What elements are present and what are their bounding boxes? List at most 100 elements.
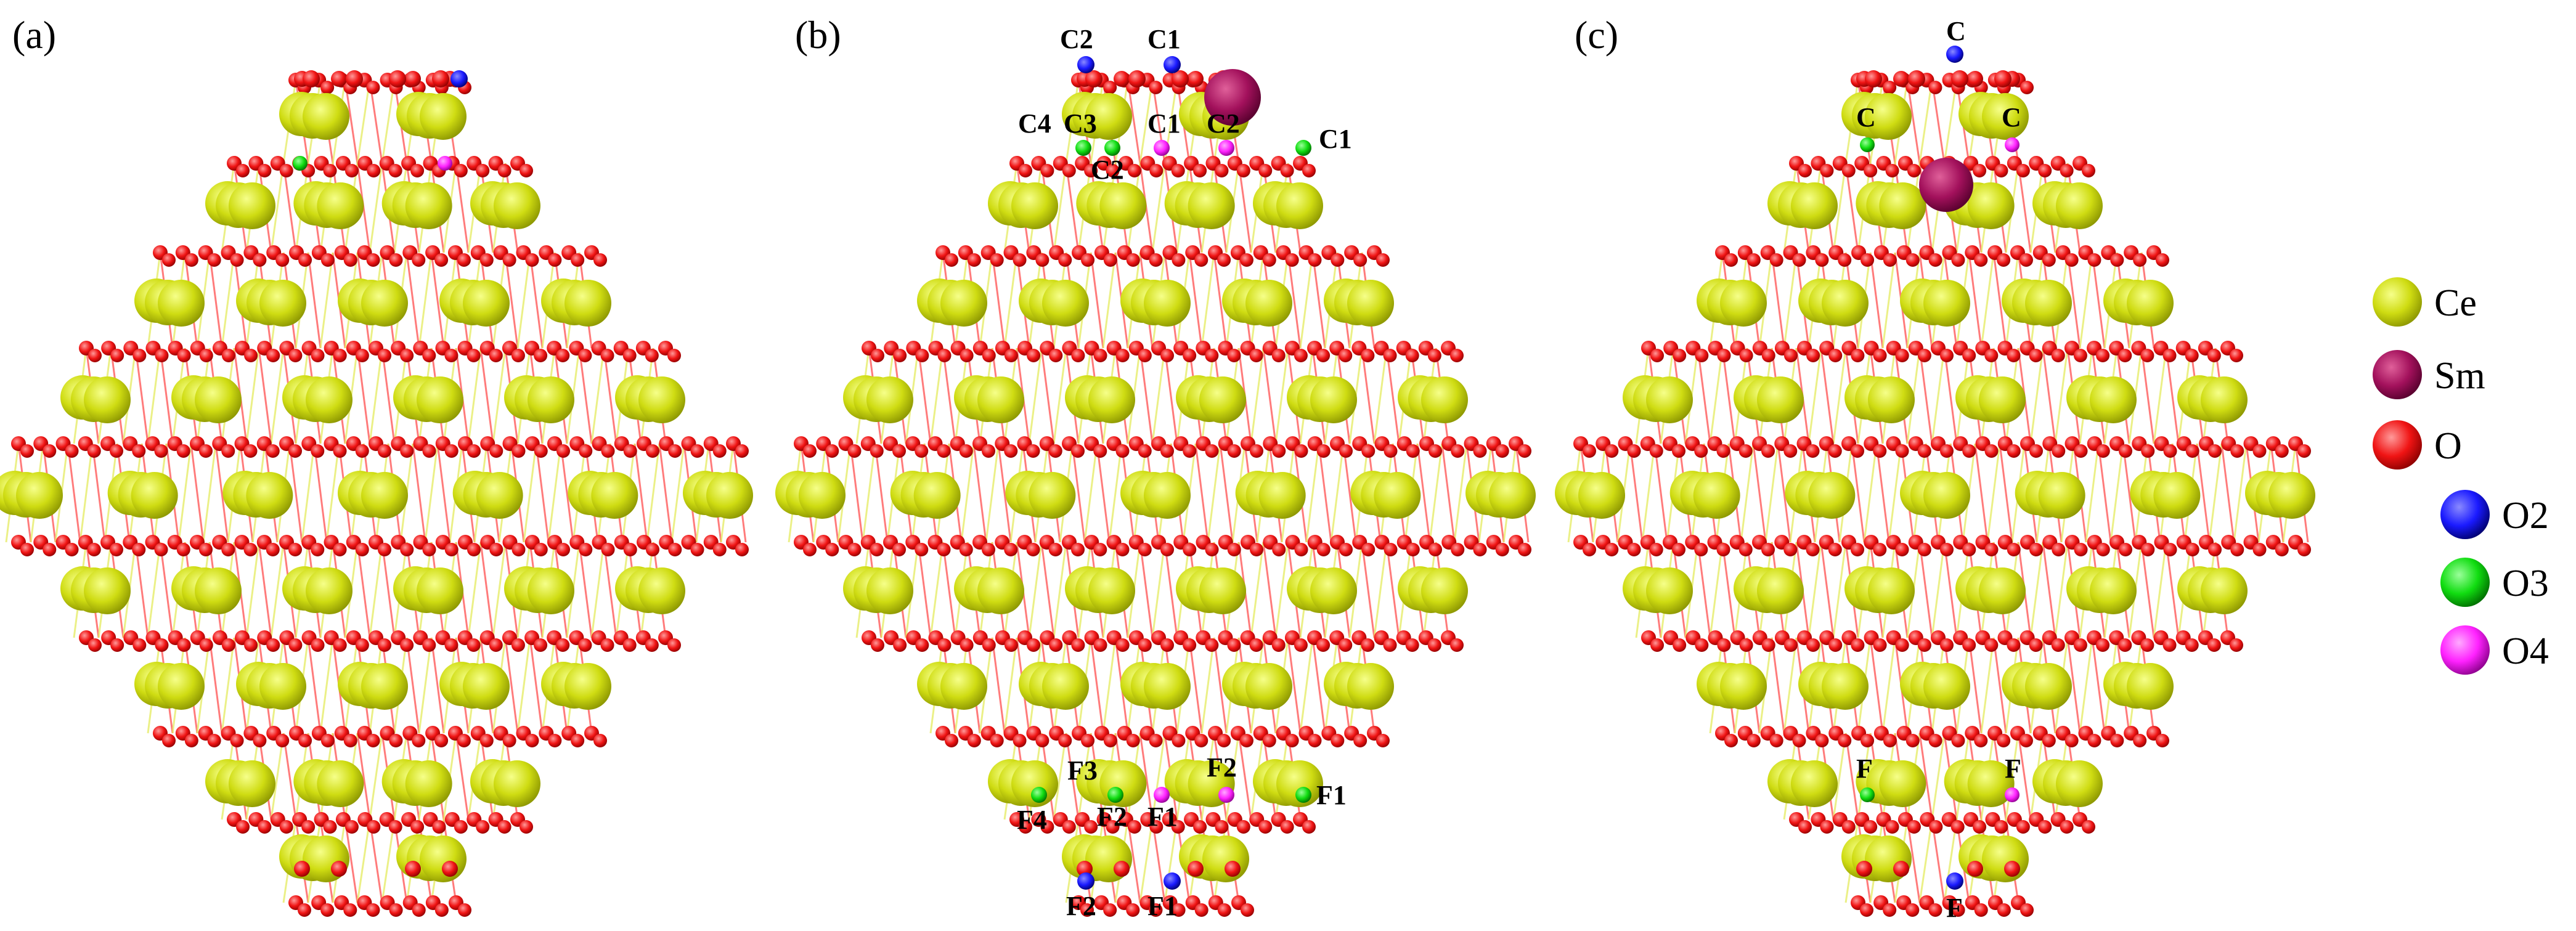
oxygen-atom bbox=[1138, 349, 1152, 362]
oxygen-atom bbox=[1383, 349, 1397, 362]
cerium-atom bbox=[565, 280, 611, 327]
oxygen-atom bbox=[668, 444, 682, 458]
cerium-atom bbox=[1029, 472, 1076, 519]
cerium-atom bbox=[1979, 567, 2026, 614]
bond-line bbox=[418, 252, 433, 349]
oxygen-atom bbox=[1885, 164, 1899, 177]
oxygen-atom bbox=[288, 349, 303, 362]
legend-label: O bbox=[2434, 425, 2462, 467]
site-label: C bbox=[1856, 102, 1876, 132]
cerium-atom bbox=[1646, 567, 1693, 614]
oxygen-atom bbox=[1747, 734, 1761, 747]
oxygen-atom bbox=[2119, 444, 2132, 458]
bond-line bbox=[942, 542, 956, 638]
oxygen-atom bbox=[1019, 164, 1032, 177]
bond-line bbox=[492, 542, 507, 638]
oxygen-atom bbox=[1761, 543, 1775, 556]
bond-line bbox=[1028, 542, 1043, 638]
oxygen-atom bbox=[1280, 164, 1294, 177]
legend-label: Ce bbox=[2434, 282, 2477, 324]
oxygen-atom bbox=[1820, 164, 1834, 177]
oxygen-atom bbox=[88, 638, 102, 652]
bond-line bbox=[258, 542, 272, 638]
bond-line bbox=[2122, 443, 2137, 543]
oxygen-atom bbox=[1103, 734, 1117, 747]
cerium-atom bbox=[1421, 567, 1468, 614]
oxygen-atom bbox=[967, 734, 981, 747]
oxygen-atom bbox=[400, 349, 414, 362]
oxygen-atom bbox=[2096, 349, 2110, 362]
oxygen-atom bbox=[1194, 253, 1209, 267]
oxygen-atom bbox=[2029, 349, 2043, 362]
cerium-atom bbox=[1720, 663, 1767, 710]
oxygen-atom bbox=[1353, 734, 1367, 747]
cerium-atom bbox=[1245, 280, 1292, 327]
bond-line bbox=[985, 443, 1000, 543]
o3-atom bbox=[1075, 140, 1091, 156]
cerium-atom bbox=[1982, 93, 2029, 140]
oxygen-atom bbox=[1193, 164, 1207, 177]
oxygen-atom bbox=[434, 903, 449, 917]
cerium-atom bbox=[417, 376, 463, 423]
bond-line bbox=[1139, 733, 1154, 820]
oxygen-atom bbox=[945, 253, 958, 267]
cerium-layer bbox=[775, 92, 1536, 882]
legend-item-o: O bbox=[2373, 420, 2462, 470]
bond-line bbox=[1980, 637, 1995, 734]
oxygen-atom bbox=[892, 444, 906, 458]
oxygen-atom bbox=[645, 349, 659, 362]
panel-b: (b) C2 C1 C4 C3 C1 C2 C1 C2 F3 F2 F4 F2 … bbox=[775, 13, 1536, 921]
bond-line bbox=[1844, 163, 1859, 253]
cerium-atom bbox=[528, 567, 574, 614]
oxygen-atom bbox=[476, 164, 490, 177]
bond-line bbox=[504, 637, 519, 734]
cerium-layer bbox=[0, 92, 753, 882]
oxygen-atom bbox=[1473, 444, 1487, 458]
oxygen-atom bbox=[2141, 444, 2155, 458]
site-label: F bbox=[1856, 754, 1873, 784]
legend-item-o4: O4 bbox=[2440, 625, 2549, 675]
bond-line bbox=[381, 819, 396, 903]
oxygen-atom bbox=[1429, 444, 1442, 458]
oxygen-atom bbox=[1929, 820, 1943, 834]
oxygen-atom bbox=[1962, 349, 1976, 362]
oxygen-atom bbox=[1258, 164, 1273, 177]
oxygen-atom bbox=[1940, 349, 1954, 362]
bond-line bbox=[2165, 542, 2180, 638]
bond-line bbox=[1721, 348, 1736, 444]
oxygen-atom bbox=[221, 444, 235, 458]
site-label: F bbox=[2005, 754, 2021, 784]
oxygen-atom bbox=[279, 820, 293, 834]
o3-atom bbox=[1860, 787, 1875, 802]
bond-line bbox=[523, 443, 537, 543]
bond-line bbox=[282, 163, 297, 253]
bond-line bbox=[91, 443, 106, 543]
oxygen-atom bbox=[1806, 349, 1820, 362]
bond-line bbox=[1429, 443, 1443, 543]
oxygen-atom bbox=[1308, 734, 1322, 747]
oxygen-atom bbox=[389, 253, 403, 267]
oxygen-atom bbox=[871, 349, 884, 362]
oxygen-atom bbox=[199, 543, 213, 556]
oxygen-atom bbox=[1906, 734, 1920, 747]
bond-line bbox=[1083, 443, 1098, 543]
oxygen-atom bbox=[1672, 543, 1685, 556]
bond-line bbox=[1697, 348, 1711, 444]
oxygen-atom bbox=[355, 349, 369, 362]
oxygen-atom bbox=[915, 638, 929, 652]
oxygen-atom bbox=[366, 903, 380, 917]
cerium-atom bbox=[1791, 182, 1838, 229]
oxygen-atom bbox=[1376, 253, 1390, 267]
bond-line bbox=[1200, 252, 1215, 349]
bond-line bbox=[1416, 443, 1431, 543]
bond-line bbox=[1808, 542, 1822, 638]
cerium-atom bbox=[1042, 663, 1089, 710]
bond-line bbox=[1188, 637, 1203, 734]
oxygen-atom bbox=[1126, 734, 1140, 747]
legend-item-sm: Sm bbox=[2373, 350, 2485, 399]
oxygen-atom bbox=[1974, 903, 1988, 917]
oxygen-atom bbox=[422, 444, 436, 458]
bond-line bbox=[1003, 637, 1018, 734]
oxygen-atom bbox=[87, 444, 101, 458]
oxygen-atom bbox=[1873, 638, 1887, 652]
